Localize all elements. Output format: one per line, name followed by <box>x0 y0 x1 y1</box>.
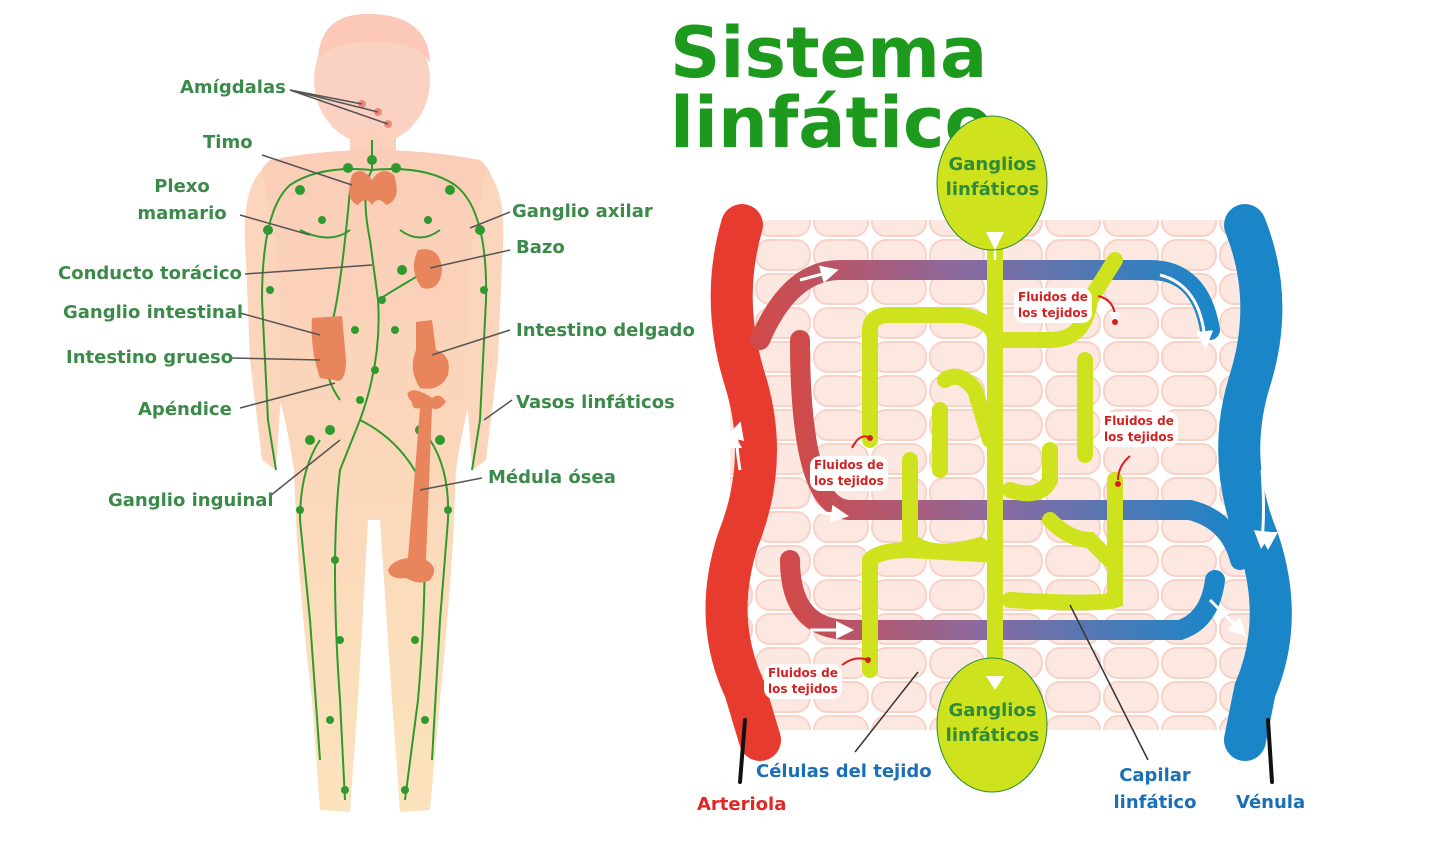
label-intestino-delgado: Intestino delgado <box>516 320 695 341</box>
label-timo: Timo <box>203 132 253 153</box>
fluid-line2: los tejidos <box>768 681 838 696</box>
lymph-node-top-label: Ganglios linfáticos <box>940 152 1045 202</box>
label-plexo-mamario: Plexo mamario <box>132 176 232 224</box>
lymph-node-top-line1: Ganglios <box>948 154 1037 175</box>
fluid-line2: los tejidos <box>1018 305 1088 320</box>
label-plexo-line2: mamario <box>137 202 227 224</box>
torso-legs-shape <box>253 150 497 812</box>
lymph-node-bottom-line1: Ganglios <box>948 700 1037 721</box>
pointer-lines-thin <box>854 604 1149 761</box>
arrow-up-icon <box>986 232 1004 250</box>
arteriole-vessel <box>705 204 781 761</box>
thymus-shape <box>349 171 397 205</box>
fluid-line1: Fluidos de <box>814 458 884 472</box>
label-intestino-grueso: Intestino grueso <box>66 347 234 368</box>
arteriole-arrow-up-icon <box>722 430 742 448</box>
leader-lines <box>231 89 513 497</box>
label-ganglio-intestinal: Ganglio intestinal <box>63 302 244 323</box>
pointer-lines-black <box>738 718 1274 784</box>
human-body-figure <box>231 13 513 812</box>
label-ganglio-axilar: Ganglio axilar <box>512 201 653 222</box>
lymph-nodes <box>263 155 488 794</box>
lymph-node-top-line2: linfáticos <box>945 179 1040 201</box>
label-medula-osea: Médula ósea <box>488 467 616 488</box>
label-venula: Vénula <box>1236 792 1306 813</box>
arrow-down-icon <box>986 676 1004 690</box>
fluid-line2: los tejidos <box>1104 429 1174 444</box>
fluid-label-top-right: Fluidos de los tejidos <box>1014 288 1092 324</box>
lymph-capillaries <box>862 222 1123 688</box>
spleen-shape <box>413 249 442 289</box>
fluid-line1: Fluidos de <box>1104 414 1174 428</box>
lymph-node-bottom-label: Ganglios linfáticos <box>940 698 1045 748</box>
lymph-node-bottom-line2: linfáticos <box>945 725 1040 747</box>
label-ganglio-inguinal: Ganglio inguinal <box>108 490 274 511</box>
fluid-line2: los tejidos <box>814 473 884 488</box>
label-capilar-linfatico: Capilar linfático <box>1105 765 1205 813</box>
bone-marrow-femur-shape <box>388 390 446 583</box>
fluid-line1: Fluidos de <box>768 666 838 680</box>
fluid-label-middle-right: Fluidos de los tejidos <box>1100 412 1178 448</box>
label-capilar-line1: Capilar <box>1119 765 1191 786</box>
label-amigdalas: Amígdalas <box>180 77 286 98</box>
label-celulas-del-tejido: Células del tejido <box>756 761 932 782</box>
venule-vessel <box>1218 204 1292 761</box>
label-arteriola: Arteriola <box>697 794 787 815</box>
small-intestine-shape <box>412 320 449 389</box>
label-capilar-line2: linfático <box>1113 791 1197 813</box>
label-bazo: Bazo <box>516 237 565 258</box>
fluid-dots <box>865 319 1121 663</box>
label-vasos-linfaticos: Vasos linfáticos <box>516 392 675 413</box>
fluid-label-middle-left: Fluidos de los tejidos <box>810 456 888 492</box>
capillary-diagram <box>705 115 1292 793</box>
lymph-node-bottom <box>936 657 1048 793</box>
lymph-node-top <box>936 115 1048 251</box>
large-intestine-shape <box>311 316 346 381</box>
venule-arrow-down-icon <box>1258 532 1278 550</box>
head-shape <box>314 16 430 144</box>
label-apendice: Apéndice <box>138 399 232 420</box>
page-title: Sistema linfático <box>670 12 993 164</box>
lymph-vessels <box>260 140 488 801</box>
fluid-label-bottom-left: Fluidos de los tejidos <box>764 664 842 700</box>
label-conducto-toracico: Conducto torácico <box>58 263 242 284</box>
hair-shape <box>318 13 430 62</box>
fluid-line1: Fluidos de <box>1018 290 1088 304</box>
label-plexo-line1: Plexo <box>154 176 210 197</box>
